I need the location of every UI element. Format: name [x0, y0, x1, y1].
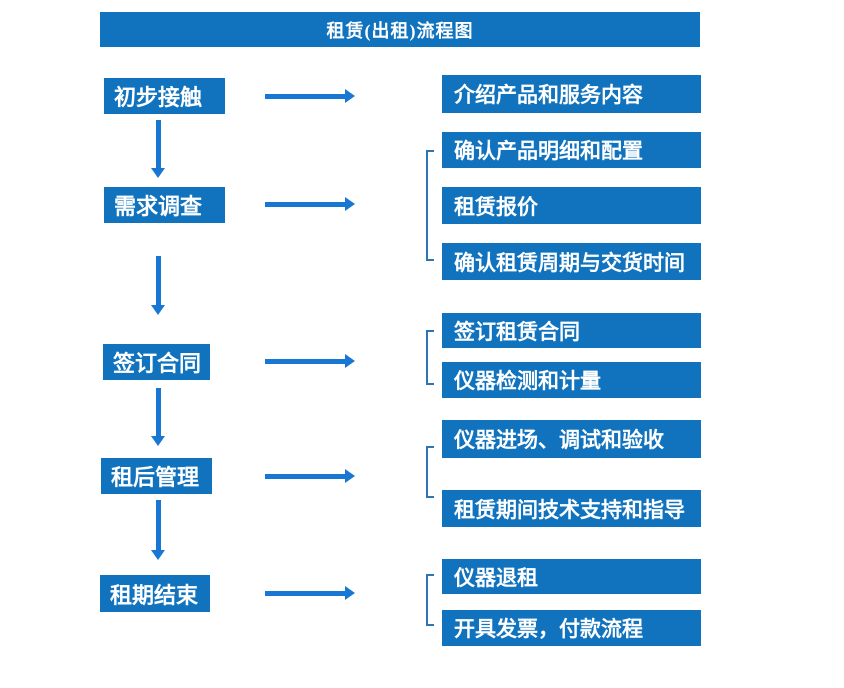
- down-arrow-icon: [150, 120, 166, 178]
- arrow-head: [151, 168, 165, 178]
- step-box-initial-contact: 初步接触: [104, 78, 225, 114]
- right-arrow-icon: [265, 468, 355, 484]
- step-box-post-rental-management: 租后管理: [101, 458, 212, 494]
- group-bracket-rental-end: [426, 574, 434, 626]
- diagram-title-bar: 租赁(出租)流程图: [100, 12, 700, 47]
- arrow-shaft: [265, 359, 346, 364]
- arrow-head: [151, 550, 165, 560]
- detail-box-instrument-setup-acceptance: 仪器进场、调试和验收: [442, 420, 701, 458]
- arrow-shaft: [156, 388, 161, 437]
- step-box-demand-survey: 需求调查: [104, 187, 225, 223]
- diagram-title: 租赁(出租)流程图: [326, 20, 474, 41]
- detail-box-rental-quotation: 租赁报价: [442, 187, 701, 224]
- right-arrow-icon: [265, 88, 355, 104]
- down-arrow-icon: [150, 388, 166, 446]
- arrow-shaft: [265, 474, 346, 479]
- arrow-shaft: [265, 591, 346, 596]
- step-box-rental-period-end: 租期结束: [100, 575, 210, 612]
- arrow-head: [151, 305, 165, 315]
- arrow-shaft: [156, 256, 161, 306]
- group-bracket-demand-survey: [426, 150, 434, 261]
- arrow-head: [345, 354, 355, 368]
- arrow-shaft: [156, 500, 161, 551]
- right-arrow-icon: [265, 196, 355, 212]
- detail-box-invoice-payment: 开具发票，付款流程: [442, 610, 701, 646]
- arrow-shaft: [156, 120, 161, 169]
- down-arrow-icon: [150, 500, 166, 560]
- detail-box-instrument-return: 仪器退租: [442, 559, 701, 594]
- arrow-head: [345, 586, 355, 600]
- arrow-head: [345, 469, 355, 483]
- detail-box-instrument-inspection: 仪器检测和计量: [442, 362, 701, 398]
- detail-box-technical-support: 租赁期间技术支持和指导: [442, 490, 701, 527]
- arrow-head: [345, 89, 355, 103]
- arrow-shaft: [265, 202, 346, 207]
- detail-box-confirm-product-config: 确认产品明细和配置: [442, 132, 701, 168]
- right-arrow-icon: [265, 353, 355, 369]
- arrow-shaft: [265, 94, 346, 99]
- step-box-sign-contract: 签订合同: [103, 344, 210, 380]
- arrow-head: [345, 197, 355, 211]
- right-arrow-icon: [265, 585, 355, 601]
- arrow-head: [151, 436, 165, 446]
- group-bracket-post-rental: [426, 446, 434, 498]
- detail-box-introduce-products: 介绍产品和服务内容: [442, 75, 701, 113]
- group-bracket-sign-contract: [426, 330, 434, 385]
- down-arrow-icon: [150, 256, 166, 315]
- detail-box-sign-rental-contract: 签订租赁合同: [442, 313, 701, 348]
- detail-box-confirm-period-delivery: 确认租赁周期与交货时间: [442, 243, 701, 280]
